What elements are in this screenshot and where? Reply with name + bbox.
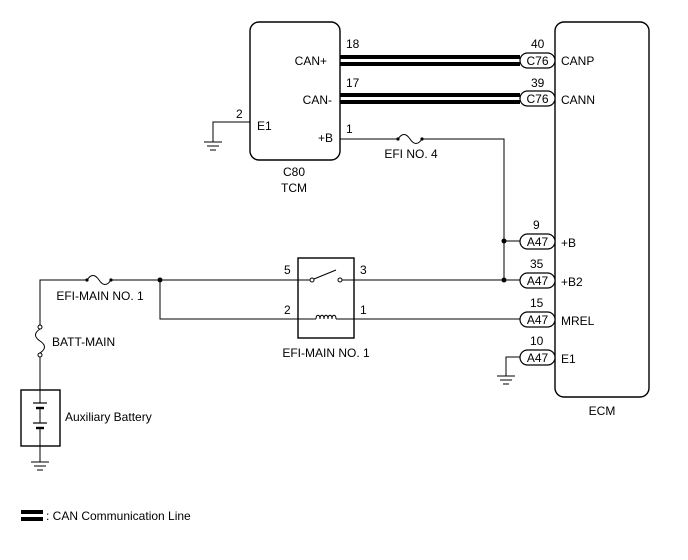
fuse-batt-main-end-bottom xyxy=(37,352,43,358)
fuse-efi4-label: EFI NO. 4 xyxy=(384,147,438,161)
legend-can-line-icon xyxy=(21,510,43,521)
ecm-pin-no-40: 40 xyxy=(531,37,545,51)
tcm-pin-label-e1: E1 xyxy=(257,119,272,133)
relay-switch-icon xyxy=(298,269,354,283)
junction-dot-b2 xyxy=(501,277,507,283)
fuse-efi4-icon xyxy=(397,134,423,144)
connector-label-c76-canp: C76 xyxy=(526,54,548,68)
ground-icon xyxy=(204,141,222,151)
relay-coil-feed-wire xyxy=(159,280,298,320)
connector-label-a47-e1: A47 xyxy=(527,351,549,365)
ecm-pin-label-canp: CANP xyxy=(561,54,594,68)
ecm-pin-no-10: 10 xyxy=(530,334,544,348)
connector-c76-cann xyxy=(519,90,556,107)
connector-label-a47-mrel: A47 xyxy=(527,313,549,327)
tcm-pin-no-17: 17 xyxy=(346,76,360,90)
fuse-batt-main-icon xyxy=(35,328,45,354)
connector-c76-canp xyxy=(519,52,556,69)
relay-pin-2: 2 xyxy=(284,303,291,317)
tcm-name: TCM xyxy=(281,181,307,195)
ecm-pin-no-39: 39 xyxy=(531,76,545,90)
tcm-pin-label-can-minus: CAN- xyxy=(303,93,332,107)
fuse-batt-main-end-top xyxy=(37,324,43,330)
relay-pin-3: 3 xyxy=(360,263,367,277)
connector-label-c76-cann: C76 xyxy=(526,92,548,106)
tcm-pin-no-18: 18 xyxy=(346,37,360,51)
tcm-ground-wire xyxy=(212,121,250,142)
tcm-pin-no-2: 2 xyxy=(236,107,243,121)
fuse-efi-main-end-left xyxy=(85,278,89,282)
connector-label-a47-b: A47 xyxy=(527,235,549,249)
connector-label-a47-b2: A47 xyxy=(527,274,549,288)
tcm-pin-label-b: +B xyxy=(318,131,333,145)
relay-efi-main-box xyxy=(297,257,355,339)
fuse-efi-main-label: EFI-MAIN NO. 1 xyxy=(56,289,144,303)
relay-pin-5: 5 xyxy=(284,263,291,277)
ground-icon xyxy=(31,461,49,471)
batt-to-efimain-wire xyxy=(39,279,87,325)
fuse-efi-main-icon xyxy=(86,275,112,285)
ecm-pin-no-35: 35 xyxy=(530,257,544,271)
can-line-canp xyxy=(340,55,520,66)
ecm-pin-label-b2: +B2 xyxy=(561,275,583,289)
tcm-pin-label-can-plus: CAN+ xyxy=(295,54,327,68)
ecm-pin-label-cann: CANN xyxy=(561,93,595,107)
legend-text: : CAN Communication Line xyxy=(46,509,191,523)
ecm-name: ECM xyxy=(589,404,616,418)
can-line-cann xyxy=(340,93,520,104)
tcm-box xyxy=(249,21,341,161)
relay-pin-1: 1 xyxy=(360,303,367,317)
ecm-pin-no-9: 9 xyxy=(533,218,540,232)
junction-dot-b xyxy=(501,238,507,244)
relay-coil-icon xyxy=(298,314,354,320)
tcm-b-wire-right xyxy=(422,138,505,280)
tcm-pin-no-1: 1 xyxy=(346,122,353,136)
ecm-box xyxy=(554,21,650,398)
battery-label: Auxiliary Battery xyxy=(65,410,152,424)
fuse-efi4-end-left xyxy=(396,137,400,141)
ground-icon xyxy=(497,375,515,385)
ecm-pin-label-e1: E1 xyxy=(561,352,576,366)
relay-label: EFI-MAIN NO. 1 xyxy=(282,346,370,360)
ecm-pin-label-mrel: MREL xyxy=(561,314,595,328)
ecm-pin-label-b: +B xyxy=(561,236,576,250)
ecm-pin-no-15: 15 xyxy=(530,296,544,310)
fuse-batt-main-label: BATT-MAIN xyxy=(52,335,115,349)
ecm-e1-ground-wire xyxy=(505,356,520,376)
battery-icon xyxy=(33,390,47,446)
tcm-connector-ref: C80 xyxy=(283,165,305,179)
